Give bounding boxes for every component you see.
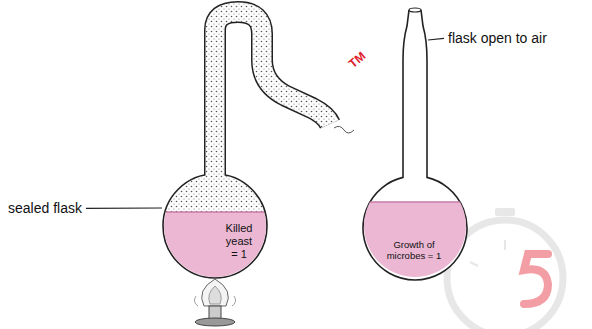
- flask-neck-inside: [215, 12, 330, 186]
- neck-air-dots: [215, 12, 330, 186]
- liquid-label: Killed yeast = 1: [222, 222, 256, 262]
- flask-mouth: [409, 8, 421, 12]
- watch-knob: [495, 208, 515, 216]
- watch-tick: [504, 240, 506, 250]
- watermark: TM: [346, 49, 369, 71]
- bunsen-burner: [194, 279, 235, 326]
- liquid-surface: [160, 211, 270, 213]
- liquid-surface: [360, 201, 470, 203]
- leader-line: [428, 38, 444, 40]
- leader-line: [86, 207, 162, 209]
- swan-neck-flask: [160, 12, 354, 282]
- liquid-label: Growth of microbes = 1: [386, 240, 442, 262]
- open-flask: [360, 8, 470, 282]
- burner-base: [195, 318, 235, 326]
- flame-lick: [194, 296, 235, 306]
- flask-label: sealed flask: [8, 200, 82, 217]
- leader-lines: [86, 38, 444, 208]
- logo-mark: [524, 254, 548, 304]
- liquid: [360, 202, 470, 282]
- air-curl: [334, 126, 354, 133]
- watch-tick: [470, 262, 478, 266]
- inner-flame: [209, 286, 221, 304]
- flask-label: flask open to air: [448, 30, 547, 47]
- flask-neck-outline: [215, 12, 330, 186]
- flame: [202, 279, 229, 306]
- liquid: [160, 212, 270, 282]
